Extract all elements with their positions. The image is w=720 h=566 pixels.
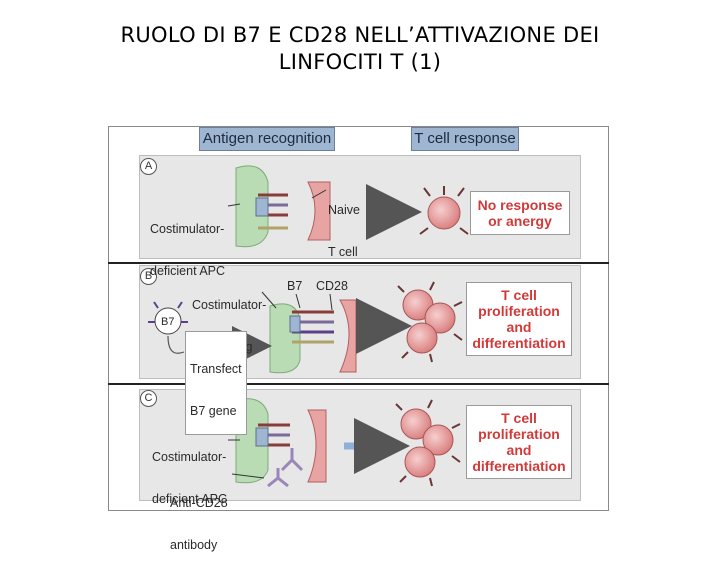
panel-c-apc-label-line1: Costimulator- (152, 450, 227, 464)
panel-c-t-cell (308, 410, 326, 482)
panel-c-response-line2: proliferation (467, 426, 571, 442)
panel-a-naive-t-cell (308, 182, 330, 240)
panel-a-tcell-label-line1: Naive (328, 203, 360, 217)
diagram-artwork (0, 0, 720, 540)
panel-b-response-line1: T cell (467, 287, 571, 303)
panel-a-response-cell (420, 186, 468, 234)
panel-c-antibody-line2: antibody (170, 538, 228, 552)
panel-b-b7-pointer (296, 294, 300, 308)
panel-c-antibody-line1: Anti-CD28 (170, 496, 228, 510)
panel-b-proliferating-cells (398, 282, 462, 362)
panel-c-response-line3: and (467, 442, 571, 458)
panel-c-receptors (256, 425, 290, 446)
panel-b-transfect-line1: Transfect (190, 362, 242, 376)
panel-c-antibody-label: Anti-CD28 antibody (170, 468, 228, 566)
panel-c-antibody (268, 448, 302, 486)
panel-c-response-box: T cell proliferation and differentiation (466, 405, 572, 479)
panel-b-transfect-label: Transfect B7 gene (185, 331, 247, 435)
panel-b-apc-label-line1: Costimulator- (192, 298, 266, 312)
panel-b-apc (270, 304, 300, 373)
panel-a-tcell-label-line2: T cell (328, 245, 360, 259)
panel-a-response-line1: No response (471, 197, 569, 213)
panel-b-transfect-arrow (168, 336, 184, 353)
panel-a-letter: A (140, 158, 157, 175)
panel-c-response-line1: T cell (467, 410, 571, 426)
panel-b-response-line4: differentiation (467, 335, 571, 351)
panel-b-cd28-label: CD28 (316, 279, 348, 293)
panel-c-letter: C (140, 390, 157, 407)
panel-b-transfect-line2: B7 gene (190, 404, 242, 418)
panel-c-response-line4: differentiation (467, 458, 571, 474)
panel-b-b7-label: B7 (287, 279, 302, 293)
panel-b-t-cell (340, 300, 356, 372)
panel-a-response-line2: or anergy (471, 213, 569, 229)
panel-a-response-box: No response or anergy (470, 191, 570, 235)
panel-a-tcell-label: Naive T cell (328, 175, 360, 273)
panel-b-small-b7-label: B7 (161, 315, 174, 329)
panel-b-cd28-pointer (330, 294, 332, 310)
panel-a-apc-label-line1: Costimulator- (150, 222, 225, 236)
panel-b-response-line3: and (467, 319, 571, 335)
panel-b-response-box: T cell proliferation and differentiation (466, 282, 572, 356)
panel-b-response-line2: proliferation (467, 303, 571, 319)
panel-c-proliferating-cells (396, 400, 460, 486)
